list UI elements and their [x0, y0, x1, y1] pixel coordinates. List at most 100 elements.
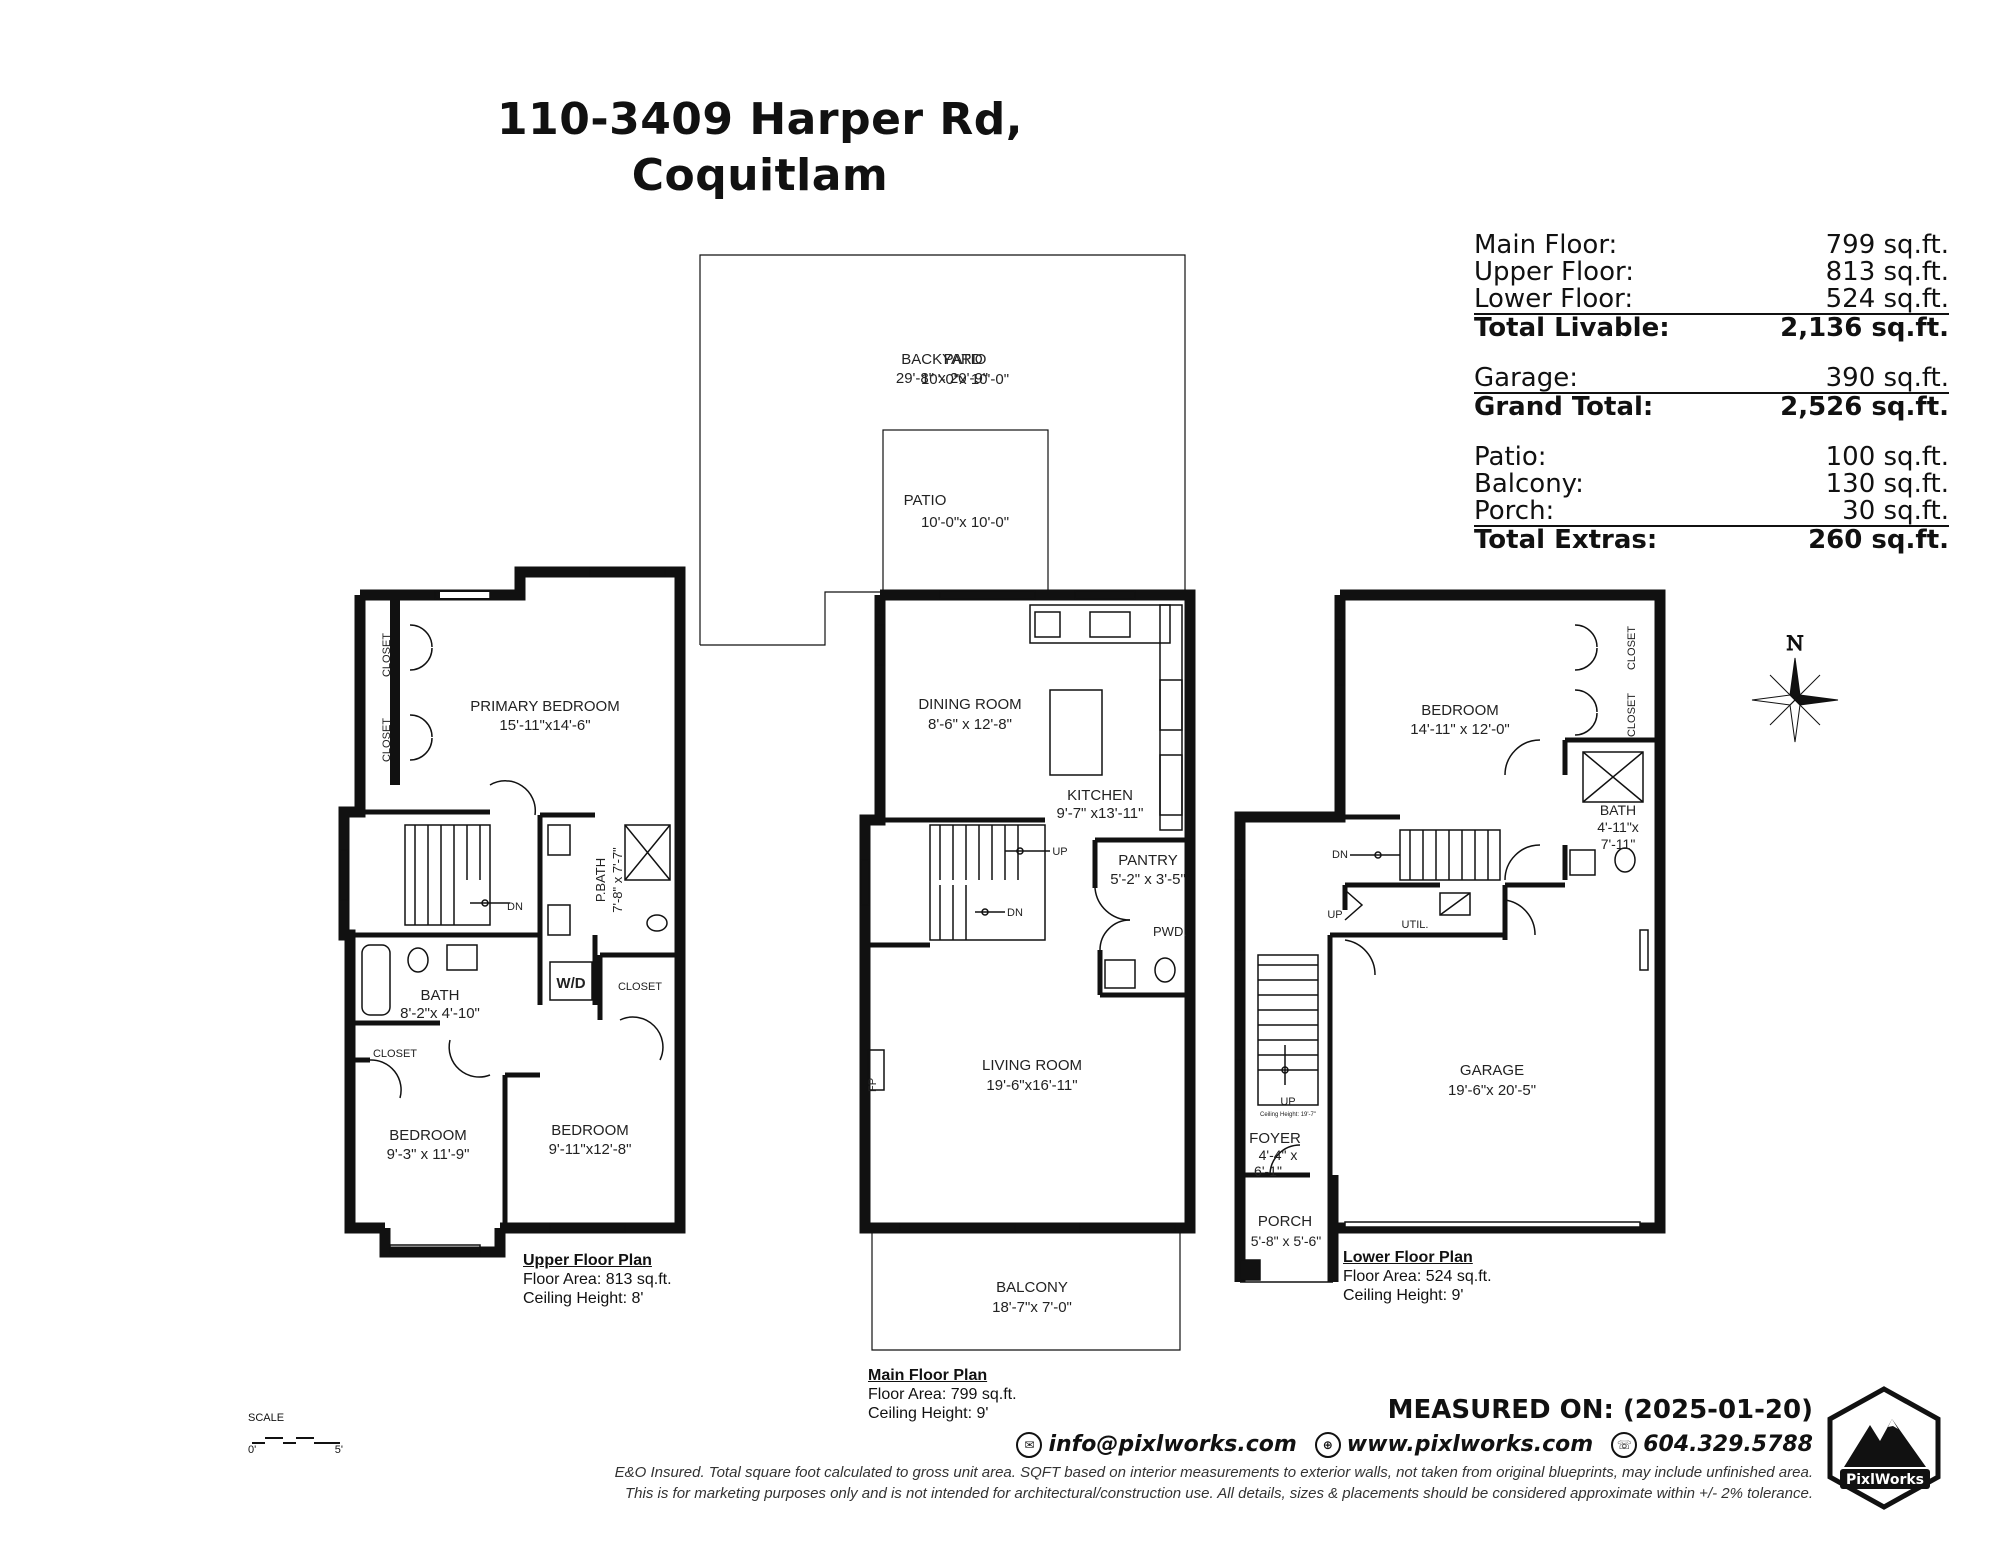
compass-rose: N — [1751, 631, 1839, 743]
up-label: UP — [1052, 846, 1067, 858]
patio-label: PATIO — [944, 351, 987, 368]
area-value: 2,526 sq.ft. — [1780, 392, 1949, 422]
bedroom-2-label: BEDROOM — [551, 1122, 629, 1139]
web-item[interactable]: ⊕www.pixlworks.com — [1314, 1432, 1594, 1458]
living-room-label: LIVING ROOM — [982, 1057, 1082, 1074]
main-floor-walls — [859, 589, 1196, 1234]
upper-plan-ceiling: Ceiling Height: 8' — [523, 1290, 644, 1307]
lower-plan-ceiling: Ceiling Height: 9' — [1343, 1287, 1464, 1304]
upper-floor-row: Upper Floor:813 sq.ft. — [1474, 259, 1949, 286]
patio-dim: 10'-0"x 10'-0" — [921, 514, 1009, 531]
patio-row: Patio: 100 sq.ft. — [1474, 444, 1949, 471]
scale-bar — [252, 1437, 340, 1444]
balcony-label: BALCONY — [996, 1279, 1068, 1296]
patio-label: PATIO — [904, 492, 947, 509]
lower-floor-labels: BEDROOM 14'-11" x 12'-0" CLOSET CLOSET B… — [1249, 626, 1639, 1249]
pantry-dim: 5'-2" x 3'-5" — [1110, 871, 1186, 888]
area-value: 390 sq.ft. — [1825, 363, 1949, 393]
closet-label: CLOSET — [1626, 626, 1638, 670]
area-label: Total Extras: — [1474, 525, 1658, 555]
main-plan-heading: Main Floor Plan — [868, 1367, 988, 1384]
pwd-label: PWD. — [1153, 924, 1187, 939]
scale-start: 0' — [248, 1444, 257, 1456]
lower-bath-dim-1: 4'-11"x — [1597, 819, 1639, 835]
dn-label: DN — [1332, 849, 1348, 861]
p-bath-dim: 7'-8" x 7'-7" — [610, 847, 625, 913]
pantry-label: PANTRY — [1118, 852, 1177, 869]
address-title-line1: 110-3409 Harper Rd, — [496, 94, 1024, 145]
main-floor-labels: DINING ROOM 8'-6" x 12'-8" KITCHEN 9'-7"… — [867, 351, 1187, 1316]
bedroom-1-dim: 9'-3" x 11'-9" — [387, 1146, 470, 1163]
phone-item[interactable]: ☏604.329.5788 — [1611, 1432, 1813, 1458]
garage-dim: 19'-6"x 20'-5" — [1448, 1082, 1536, 1099]
scale-title: SCALE — [248, 1412, 285, 1424]
area-summary: Main Floor: 799 sq.ft. Upper Floor:813 sq… — [1474, 232, 1949, 554]
area-label: Patio: — [1474, 442, 1547, 472]
bedroom-2-dim: 9'-11"x12'-8" — [549, 1141, 632, 1158]
main-floor-row: Main Floor: 799 sq.ft. — [1474, 232, 1949, 259]
upper-floor-fixtures — [339, 567, 671, 1254]
closet-label: CLOSET — [381, 718, 393, 762]
area-value: 30 sq.ft. — [1842, 496, 1949, 526]
measured-on: MEASURED ON: (2025-01-20) — [1387, 1395, 1813, 1425]
area-label: Balcony: — [1474, 469, 1584, 499]
living-room-dim: 19'-6"x16'-11" — [986, 1077, 1077, 1094]
area-value: 524 sq.ft. — [1825, 284, 1949, 314]
address-title-line2: Coquitlam — [631, 150, 889, 201]
patio-outline — [882, 429, 1049, 593]
dining-room-dim: 8'-6" x 12'-8" — [928, 716, 1012, 733]
fireplace-label: FP — [867, 1078, 879, 1092]
closet-label: CLOSET — [373, 1048, 417, 1060]
area-value: 130 sq.ft. — [1825, 469, 1949, 499]
backyard-step — [700, 591, 880, 646]
upper-bath-dim: 8'-2"x 4'-10" — [400, 1005, 480, 1022]
dn-label: DN — [1007, 907, 1023, 919]
patio-dim: 10'-0"x 10'-0" — [921, 371, 1009, 388]
bedroom-1-label: BEDROOM — [389, 1127, 467, 1144]
dn-label: DN — [507, 901, 523, 913]
web-text: www.pixlworks.com — [1346, 1432, 1594, 1457]
lower-plan-caption: Lower Floor Plan Floor Area: 524 sq.ft. … — [1343, 1248, 1492, 1305]
upper-plan-caption: Upper Floor Plan Floor Area: 813 sq.ft. … — [523, 1251, 672, 1308]
lower-floor-interior — [1240, 737, 1660, 1228]
balcony-row: Balcony: 130 sq.ft. — [1474, 471, 1949, 498]
email-item[interactable]: ✉info@pixlworks.com — [1016, 1432, 1297, 1458]
logo-text: PixlWorks — [1846, 1472, 1924, 1488]
phone-text: 604.329.5788 — [1643, 1432, 1813, 1457]
area-value: 813 sq.ft. — [1825, 257, 1949, 287]
area-value: 2,136 sq.ft. — [1780, 313, 1949, 343]
wd-label: W/D — [556, 975, 585, 992]
main-floor-interior — [865, 817, 1190, 998]
lower-floor-walls — [1234, 589, 1666, 1282]
backyard-outline — [699, 254, 1186, 645]
upper-plan-heading: Upper Floor Plan — [523, 1252, 652, 1269]
area-value: 799 sq.ft. — [1825, 230, 1949, 260]
disclaimer-line-1: E&O Insured. Total square foot calculate… — [614, 1464, 1813, 1481]
compass-north: N — [1786, 631, 1804, 655]
scale-end: 5' — [334, 1444, 343, 1456]
main-plan-area: Floor Area: 799 sq.ft. — [868, 1386, 1017, 1403]
lower-bath-label: BATH — [1600, 802, 1636, 818]
kitchen-dim: 9'-7" x13'-11" — [1057, 805, 1144, 822]
lower-plan-heading: Lower Floor Plan — [1343, 1249, 1473, 1266]
up-label: UP — [1327, 909, 1342, 921]
area-label: Total Livable: — [1474, 313, 1670, 343]
closet-label: CLOSET — [618, 981, 662, 993]
porch-row: Porch:30 sq.ft. — [1474, 498, 1949, 525]
porch-dim: 5'-8" x 5'-6" — [1251, 1233, 1322, 1249]
lower-plan-area: Floor Area: 524 sq.ft. — [1343, 1268, 1492, 1285]
envelope-icon: ✉ — [1016, 1432, 1043, 1458]
upper-floor-labels: PRIMARY BEDROOM 15'-11"x14'-6" CLOSET CL… — [373, 633, 662, 1163]
contact-bar: ✉info@pixlworks.com ⊕www.pixlworks.com ☏… — [1016, 1432, 1813, 1458]
closet-label: CLOSET — [1626, 693, 1638, 737]
kitchen-island — [1049, 689, 1103, 776]
area-value: 100 sq.ft. — [1825, 442, 1949, 472]
lower-bath-dim-2: 7'-11" — [1601, 836, 1636, 852]
util-label: UTIL. — [1402, 919, 1429, 931]
disclaimer-line-2: This is for marketing purposes only and … — [625, 1485, 1813, 1502]
area-label: Main Floor: — [1474, 230, 1618, 260]
pixlworks-logo: PixlWorks — [1827, 1386, 1941, 1510]
area-label: Garage: — [1474, 363, 1578, 393]
dining-room-label: DINING ROOM — [918, 696, 1021, 713]
grand-total-row: Grand Total:2,526 sq.ft. — [1474, 392, 1949, 421]
